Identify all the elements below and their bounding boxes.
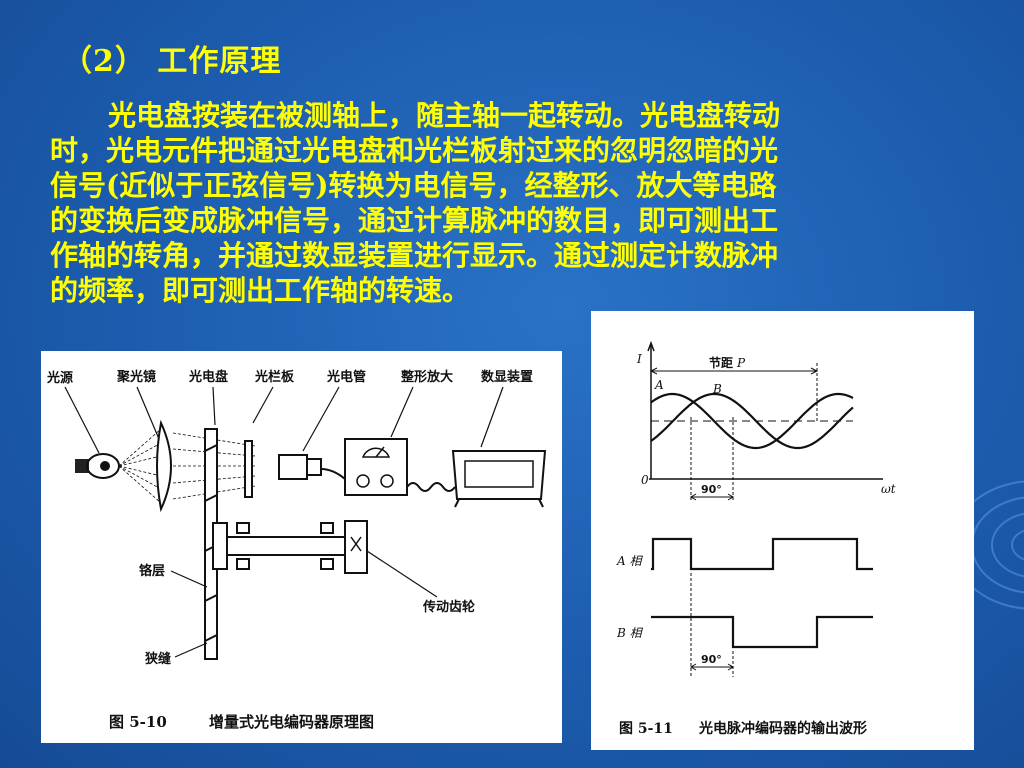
paragraph-line: 的频率，即可测出工作轴的转速。 [50, 274, 471, 307]
gear-cross [350, 536, 362, 552]
photo-tube [278, 454, 346, 480]
paragraph-line: 光电盘按装在被测轴上，随主轴一起转动。光电盘转动 [108, 99, 781, 132]
origin-label: 0 [641, 473, 649, 487]
label-shaping-amplifier: 整形放大 [400, 369, 453, 385]
label-chrome-layer: 铬层 [139, 563, 165, 579]
label-transmission-gear: 传动齿轮 [422, 599, 475, 615]
paragraph-line: 信号(近似于正弦信号)转换为电信号，经整形、放大等电路 [50, 169, 777, 202]
paragraph: 光电盘按装在被测轴上，随主轴一起转动。光电盘转动 时，光电元件把通过光电盘和光栏… [50, 98, 950, 308]
phase-b-label: B 相 [616, 626, 644, 640]
lamp-icon [75, 453, 120, 479]
encoder-schematic: 光源 聚光镜 光电盘 光栏板 光电管 整形放大 数显装置 [46, 369, 547, 731]
figure-number-5-11: 图 5-11 [619, 721, 673, 737]
axis-y-label: I [636, 352, 642, 366]
phase-a-label: A 相 [616, 554, 643, 568]
figure-caption-5-10: 增量式光电编码器原理图 [209, 713, 374, 731]
waveform-diagram: I 0 ωt 节距 P A B 90° A 相 B 相 [616, 340, 896, 737]
digital-display-unit [451, 450, 547, 508]
output-waveform-figure: I 0 ωt 节距 P A B 90° A 相 B 相 [591, 311, 974, 750]
wave-a-label: A [654, 378, 664, 392]
label-slit: 狭缝 [144, 651, 171, 667]
grating-plate [244, 440, 253, 498]
square-wave-b [651, 615, 873, 649]
shaping-amplifier-box [344, 438, 408, 496]
section-heading: （2） 工作原理 [62, 44, 282, 79]
axis-x-label: ωt [881, 482, 896, 496]
wave-b-label: B [712, 382, 722, 396]
paragraph-line: 的变换后变成脉冲信号，通过计算脉冲的数目，即可测出工 [50, 204, 779, 237]
sine-wave-a [650, 392, 854, 450]
label-photo-tube: 光电管 [326, 369, 366, 385]
paragraph-line: 时，光电元件把通过光电盘和光栏板射过来的忽明忽暗的光 [50, 134, 779, 167]
phase-label-bottom: 90° [701, 653, 722, 666]
encoder-schematic-figure: 光源 聚光镜 光电盘 光栏板 光电管 整形放大 数显装置 [41, 351, 562, 743]
label-disc: 光电盘 [188, 369, 228, 385]
label-grating: 光栏板 [254, 369, 295, 385]
label-display-unit: 数显装置 [481, 369, 533, 385]
sine-wave-b [650, 392, 854, 450]
figure-number-5-10: 图 5-10 [109, 713, 167, 731]
label-light-source: 光源 [46, 370, 73, 386]
phase-label-top: 90° [701, 483, 722, 496]
condenser-lens [156, 419, 172, 513]
label-pitch: 节距 [709, 355, 733, 370]
square-wave-a [651, 537, 873, 571]
label-condenser: 聚光镜 [116, 369, 156, 385]
paragraph-line: 作轴的转角，并通过数显装置进行显示。通过测定计数脉冲 [50, 239, 779, 272]
figure-caption-5-11: 光电脉冲编码器的输出波形 [698, 720, 867, 737]
label-pitch-symbol: P [736, 356, 746, 370]
